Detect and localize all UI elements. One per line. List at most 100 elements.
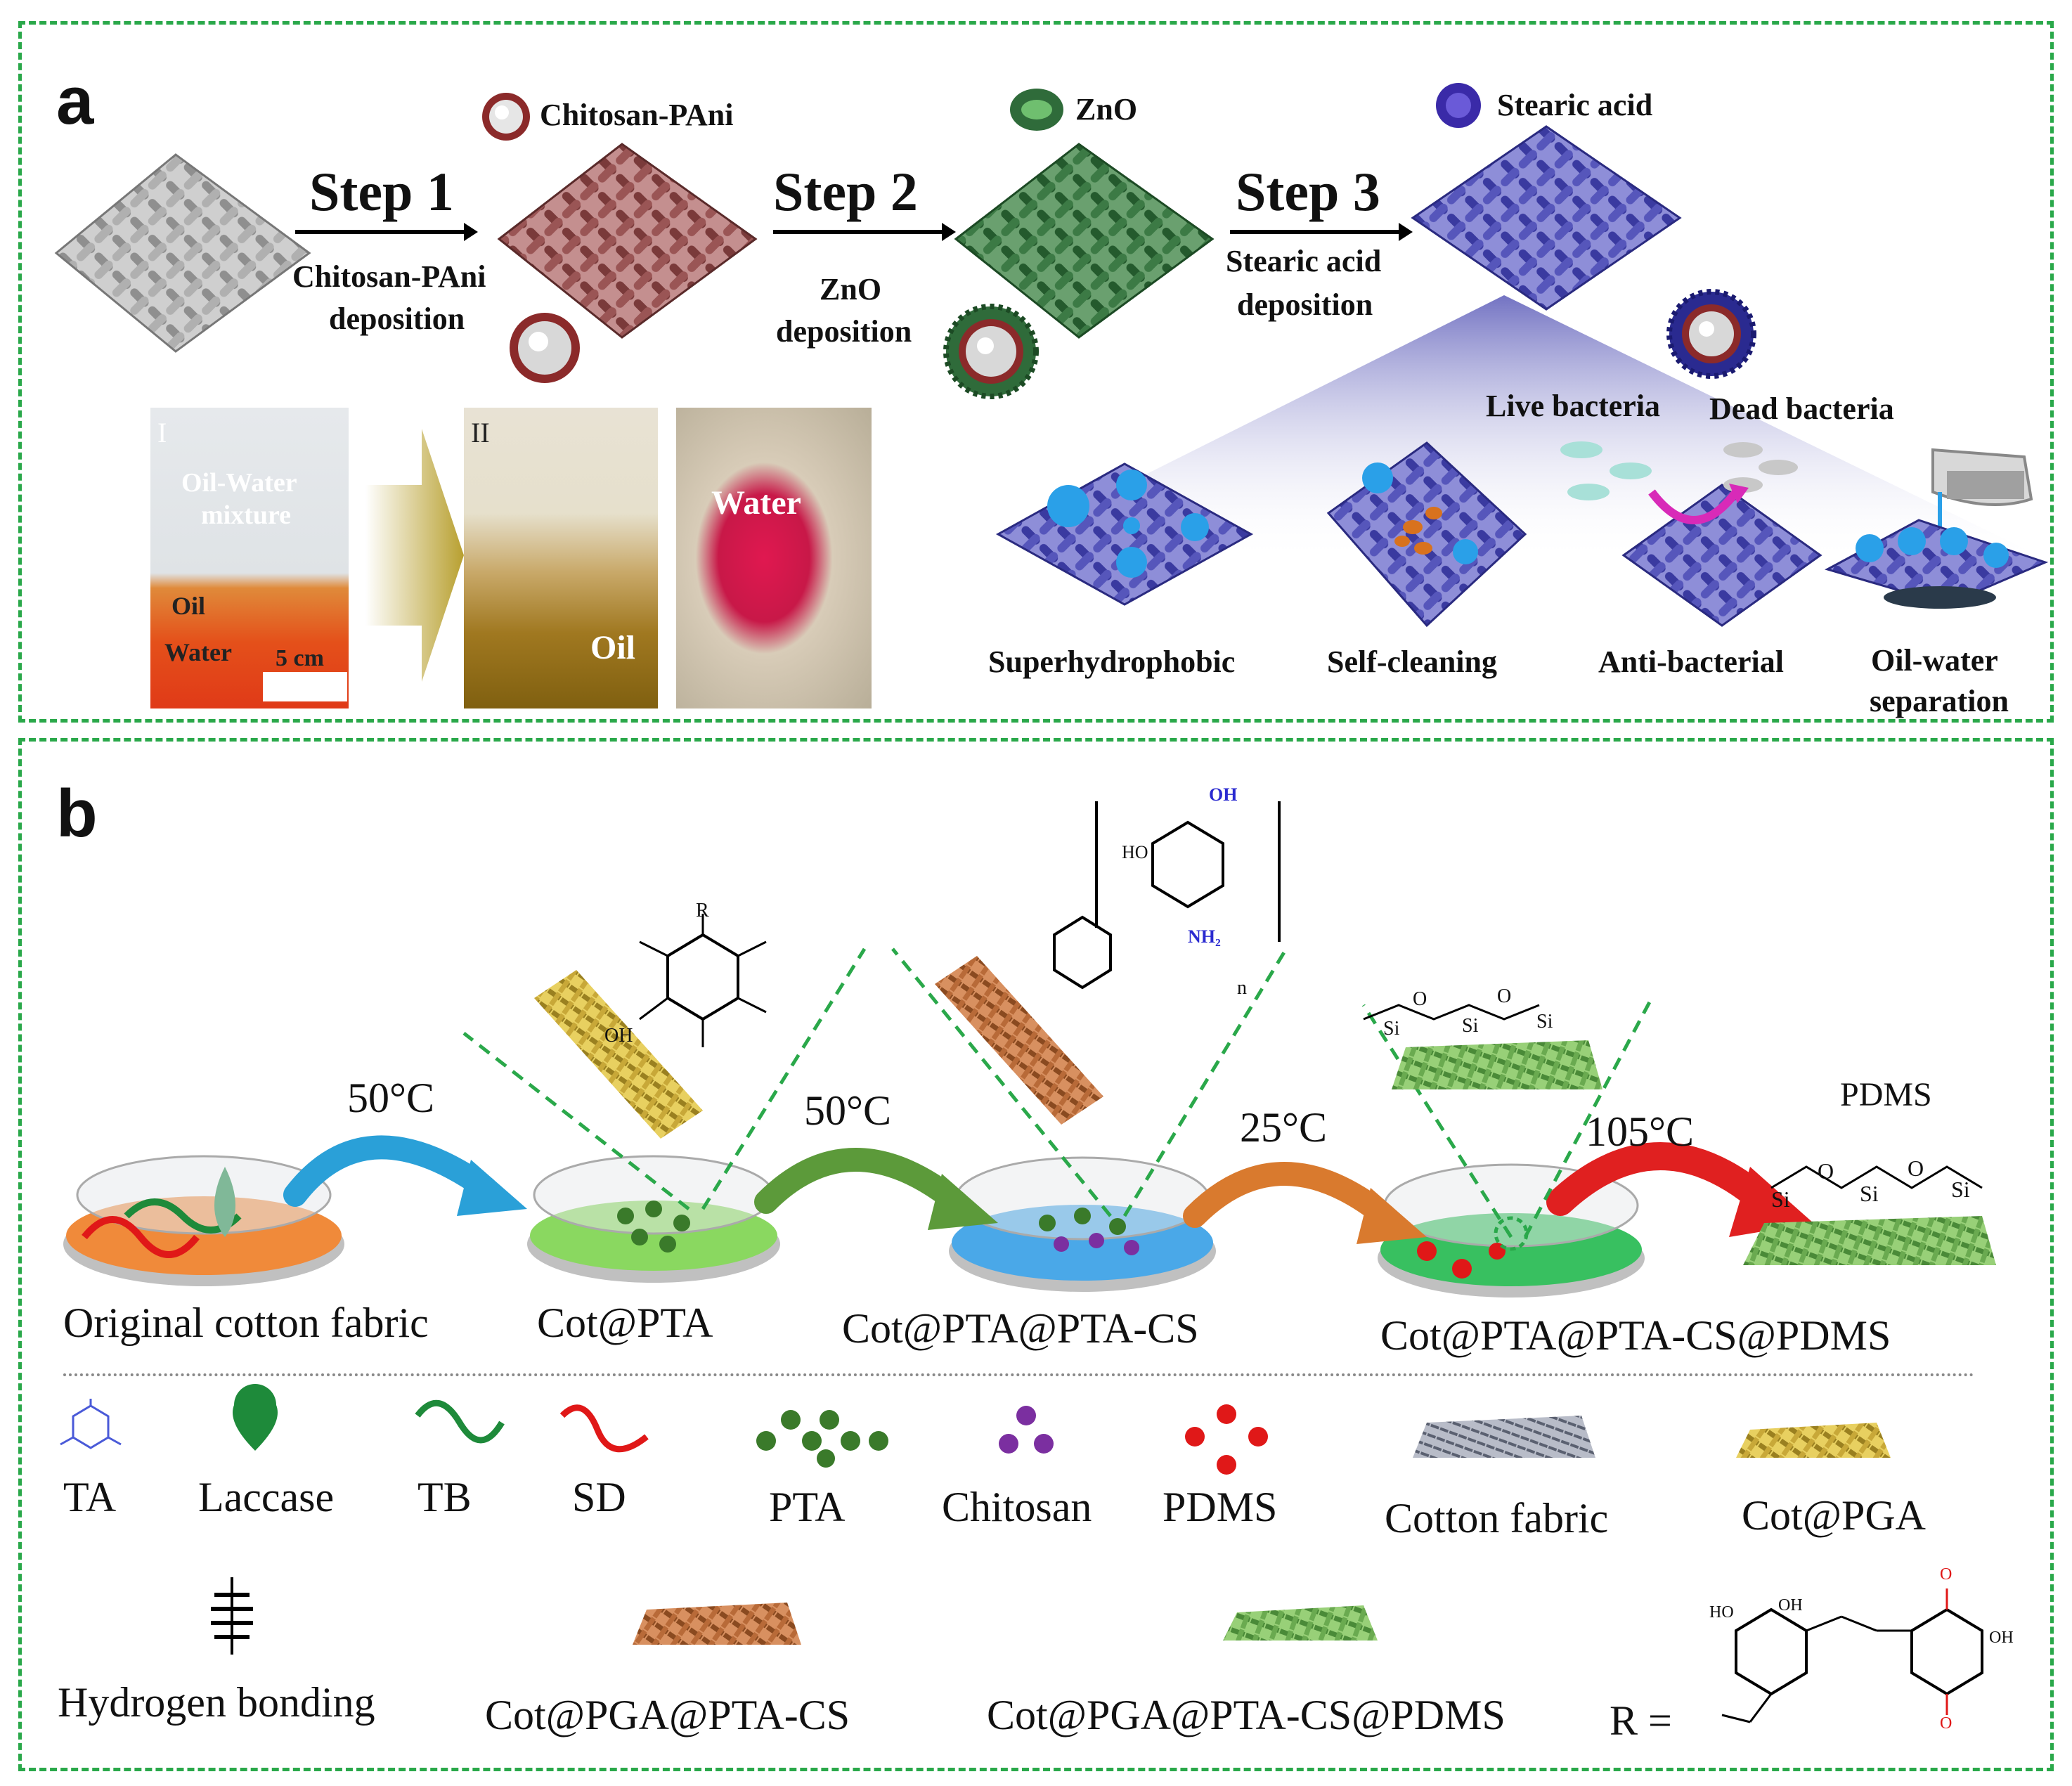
dish-cot-pta-cs-pdms: [1378, 1163, 1645, 1298]
process-arrow: [365, 429, 464, 682]
property-spotlight: [970, 295, 2052, 562]
step3-arrow: [1230, 223, 1413, 241]
legend-zno: ZnO: [1075, 92, 1138, 127]
legend-ta: TA: [63, 1474, 117, 1520]
pdms-final-o-2: O: [1908, 1156, 1924, 1181]
photo3-water: Water: [711, 484, 801, 522]
sd-icon: [559, 1404, 649, 1453]
pdms-zoom-o-1: O: [1413, 988, 1427, 1010]
particle-chitosan-legend-icon: [482, 93, 530, 141]
fabric-green: [954, 143, 1215, 339]
temp-4: 105°C: [1586, 1108, 1695, 1155]
r-ho-label: HO: [1709, 1603, 1734, 1622]
dish-original: [63, 1155, 344, 1286]
legend-cot-pga: Cot@PGA: [1742, 1492, 1926, 1539]
pdms-final-si-1: Si: [1771, 1186, 1790, 1212]
pdms-zoom-si-3: Si: [1536, 1011, 1553, 1033]
chitosan-nh2-label: NH₂: [1188, 926, 1221, 947]
stage-cot-pta-cs-pdms: Cot@PTA@PTA-CS@PDMS: [1380, 1312, 1891, 1359]
zoom-fabric-gold: [534, 970, 703, 1139]
arrow-blue: [283, 1135, 527, 1216]
legend-pdms: PDMS: [1163, 1484, 1278, 1530]
ta-icon: [60, 1399, 122, 1449]
r-equals: R =: [1610, 1697, 1672, 1744]
panel-b-letter: b: [56, 776, 98, 851]
chitosan-icon: [999, 1406, 1054, 1454]
pdms-final-o-1: O: [1818, 1158, 1834, 1184]
hydrogen-bonding-icon: [211, 1577, 253, 1655]
legend-chitosan-pani: Chitosan-PAni: [540, 98, 734, 132]
stage-cot-pta-cs: Cot@PTA@PTA-CS: [842, 1305, 1199, 1352]
zoom-fabric-copper: [935, 956, 1103, 1125]
property-self-cleaning: Self-cleaning: [1327, 645, 1497, 679]
photo1-scale-label: 5 cm: [276, 645, 324, 671]
laccase-icon: [233, 1384, 278, 1451]
photo1-oil: Oil: [171, 592, 206, 620]
legend-hydrogen-bonding: Hydrogen bonding: [58, 1679, 375, 1726]
arrow-green: [754, 1148, 998, 1230]
legend-cotton-fabric: Cotton fabric: [1385, 1495, 1609, 1541]
pdms-structure-final: [1770, 1165, 1983, 1189]
property-anti-bacterial: Anti-bacterial: [1598, 645, 1784, 679]
photo1-mixture-line1: Oil-Water: [181, 468, 297, 498]
step2-desc-line1: ZnO: [820, 272, 882, 306]
arrow-red: [1546, 1142, 1813, 1237]
legend-chitosan: Chitosan: [942, 1484, 1092, 1530]
step1-desc-line2: deposition: [329, 302, 465, 336]
fabric-brown: [497, 143, 758, 339]
cot-pga-pta-cs-pdms-icon: [1223, 1605, 1378, 1641]
legend-cot-pga-pta-cs-pdms: Cot@PGA@PTA-CS@PDMS: [987, 1692, 1506, 1738]
cot-pga-icon: [1736, 1423, 1891, 1458]
legend-tb: TB: [417, 1474, 472, 1520]
panel-a-letter: a: [56, 63, 94, 138]
pdms-final-si-3: Si: [1951, 1177, 1970, 1202]
zoom-fabric-green: [1392, 1040, 1602, 1089]
coated-particle-zno-icon: [943, 304, 1039, 399]
pta-icon: [756, 1410, 888, 1468]
photo2-roman: II: [471, 417, 490, 448]
arrow-orange: [1183, 1162, 1427, 1244]
dead-bacteria-label: Dead bacteria: [1709, 392, 1894, 426]
r-oh-label-1: OH: [1778, 1596, 1803, 1614]
property-oil-water-line1: Oil-water: [1871, 643, 1998, 678]
cot-pga-pta-cs-icon: [633, 1603, 801, 1645]
particle-stearic-legend-icon: [1436, 83, 1481, 128]
bacteria-cycle-icon: [1560, 441, 1798, 524]
chitosan-structure: [1053, 801, 1281, 990]
step1-desc-line1: Chitosan-PAni: [292, 259, 486, 294]
photo1-water: Water: [164, 638, 232, 666]
pdms-structure-zoom: [1363, 1004, 1540, 1021]
pta-oh-label: OH: [604, 1025, 633, 1047]
step1-arrow: [295, 223, 478, 241]
photo1-mixture-line2: mixture: [201, 500, 292, 530]
pdms-zoom-si-1: Si: [1383, 1018, 1400, 1040]
pdms-final-si-2: Si: [1860, 1181, 1879, 1206]
temp-3: 25°C: [1240, 1104, 1328, 1151]
particle-zno-legend-icon: [1010, 89, 1063, 131]
r-o-top: O: [1940, 1565, 1953, 1584]
live-bacteria-label: Live bacteria: [1486, 389, 1661, 423]
anti-bacterial-fabric: [1621, 484, 1822, 627]
pdms-zoom-o-2: O: [1497, 985, 1512, 1007]
step3-desc-line2: deposition: [1237, 287, 1373, 322]
fabric-blue: [1411, 125, 1682, 311]
cotton-fabric-icon: [1413, 1416, 1595, 1458]
chitosan-ho-label: HO: [1122, 842, 1148, 862]
step1-title: Step 1: [309, 161, 454, 222]
superhydrophobic-fabric: [995, 462, 1254, 606]
step2-title: Step 2: [773, 161, 918, 222]
oil-water-separation-icon: [1825, 448, 2049, 609]
photo-water-retained: Water: [676, 408, 872, 708]
chitosan-oh-label: OH: [1209, 784, 1238, 805]
legend-sd: SD: [572, 1474, 626, 1520]
pta-structure: [639, 914, 767, 1047]
legend-divider: [63, 1373, 1975, 1376]
pdms-zoom-si-2: Si: [1462, 1015, 1479, 1037]
coated-particle-stearic-icon: [1666, 289, 1756, 379]
chitosan-n-label: n: [1237, 977, 1247, 999]
stage-cot-pta: Cot@PTA: [537, 1300, 713, 1346]
pta-r-label: R: [696, 900, 709, 921]
legend-laccase: Laccase: [198, 1474, 335, 1520]
temp-1: 50°C: [347, 1075, 435, 1121]
